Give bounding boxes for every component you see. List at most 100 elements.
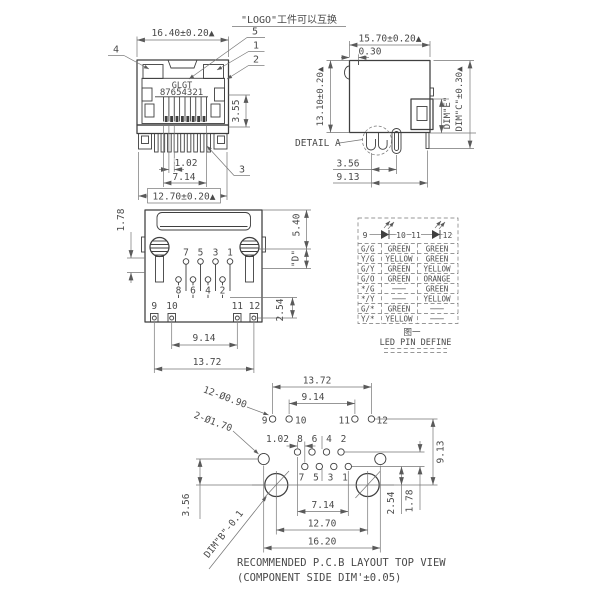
solder-pin [425,132,430,149]
pcb-label-3: 3 [328,473,334,484]
led-row1-label: Y/G [361,254,375,263]
led-pin11-label: 11 [411,231,421,240]
pcb-label-6: 6 [312,434,318,445]
led-row4-led1: ─── [391,284,406,293]
pcb-dim-1-02: 1.02 [266,434,289,445]
pcb-title-line2: (COMPONENT SIDE DIM'±0.05) [237,572,401,584]
right-screw [239,236,260,283]
hole-8 [293,448,302,456]
pcb-dim-3-56: 3.56 [181,493,192,516]
side-view-legs [366,128,430,154]
pcb-dim-1-78: 1.78 [405,489,416,512]
top-view-dimensions: 9.14 13.72 1.78 5.40 "D" 2.54 [116,208,311,373]
pin-label-3: 3 [213,248,219,259]
led-row6-label: G/* [361,304,375,313]
led-row6-led2: ─── [429,304,444,313]
pcb-pin-labels: 9 10 11 12 8 6 4 2 7 5 3 1 [262,416,388,484]
pcb-label-8: 8 [297,434,303,445]
pcb-title-line1: RECOMMENDED P.C.B LAYOUT TOP VIEW [237,557,446,569]
pin-label-1: 1 [227,248,233,259]
pin-label-5: 5 [198,248,204,259]
side-view: DETAIL A 15.70±0.20▲ 0.30 13.10±0.20▲ DI… [295,34,476,188]
pcb-dim-2-54: 2.54 [386,491,397,514]
dim-step-text: 0.30 [359,47,382,58]
side-step-window [416,106,428,121]
led-row5-led1: ─── [391,294,406,303]
dim-face-height-text: 3.55 [231,100,242,123]
dim-pads-inner-text: 9.14 [193,333,216,344]
pcb-dim-16-20: 16.20 [308,537,337,548]
pcb-layout-view: 9 10 11 12 8 6 4 2 7 5 3 1 13.72 9.14 1.… [181,374,447,584]
logo-note-text: "LOGO"工件可以互换 [241,13,337,26]
diode-triangle-2 [432,230,440,239]
led-table-figure-label: 图一 [403,328,421,338]
led-row7-led2: ─── [429,314,444,323]
dim-tab-text: 5.40 [292,213,303,236]
led-row4-label: */G [361,284,375,293]
pin-label-9: 9 [151,301,157,312]
led-pin-define-table: 9 10 11 12 G/G GREEN GREEN Y/G YELLOW GR… [357,217,459,353]
led-row3-led1: GREEN [388,274,411,283]
side-body-outline [348,59,431,134]
led-row3-led2: ORANGE [423,274,451,283]
hole-12 [367,415,376,423]
led-symbol-11-12: 11 12 [411,220,454,241]
pcb-dim-9-13: 9.13 [436,441,447,464]
led-row3-label: G/O [361,274,375,283]
front-view-callouts: 4 5 1 2 3 [108,27,265,176]
side-step-protrusion [410,98,434,131]
capsule-leg [391,128,402,154]
pcb-label-12: 12 [377,416,388,427]
hole-1 [344,462,352,471]
dim-pads-outer-text: 13.72 [193,357,222,368]
dim-contact-span-text: 7.14 [173,172,196,183]
pcb-label-11: 11 [339,416,351,427]
hole-6 [308,448,316,456]
pcb-label-7: 7 [299,473,305,484]
left-side-tab [141,236,146,253]
led-row0-led1: GREEN [388,244,411,253]
contact-comb [163,97,207,122]
front-view-dimensions: 16.40±0.20▲ 3.55 1.02 7.14 12.70±0.20▲ [136,28,250,204]
right-side-notch [214,87,225,102]
pcb-label-9: 9 [262,416,268,427]
front-top-tab [167,59,198,69]
led-row7-label: Y/* [361,314,375,323]
callout-5: 5 [252,27,258,38]
led-pin9-label: 9 [363,231,368,240]
dim-leg-span-text: 12.70±0.20▲ [153,192,216,203]
dim-row-gap-text: 1.78 [116,208,127,231]
front-bottom-band [136,124,230,135]
led-row2-led2: YELLOW [423,264,451,273]
left-side-notch [141,87,153,102]
led-row4-led2: GREEN [426,284,449,293]
pcb-label-1: 1 [342,473,348,484]
pcb-label-2: 2 [341,434,347,445]
side-front-bump [344,65,350,80]
dim-leg-span-side-text: 9.13 [337,172,360,183]
logo-note: "LOGO"工件可以互换 [232,13,346,27]
note-dim-b: DIM"B"-0.1 [202,508,246,560]
led-mount-hole-left [257,452,270,466]
dim-d-text: "D" [291,250,302,267]
led-row0-led2: GREEN [426,244,449,253]
note-mid-holes: 2-Ø1.70 [192,410,234,434]
hole-9 [268,415,277,423]
dim-pad-gap-text: 2.54 [275,298,286,321]
dim-leg-span-box [147,188,221,204]
pcb-holes [252,415,394,499]
callout-1: 1 [253,41,259,52]
right-latch-slot [210,103,221,118]
latch-tongue [156,212,251,231]
pin-label-11: 11 [232,301,244,312]
hole-3 [330,462,338,471]
right-side-tab [261,236,266,253]
dim-depth-text: 15.70±0.20▲ [359,34,422,45]
led-row5-label: */Y [361,294,375,303]
top-view-pin-labels: 7 5 3 1 8 6 4 2 9 10 11 12 [151,248,260,313]
led-pin10-label: 10 [396,231,406,240]
hole-7 [301,462,309,471]
detail-a-circle [362,125,392,156]
pcb-label-4: 4 [326,434,332,445]
